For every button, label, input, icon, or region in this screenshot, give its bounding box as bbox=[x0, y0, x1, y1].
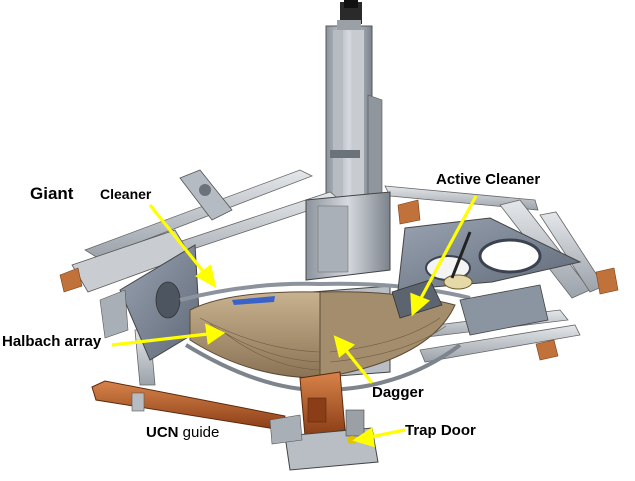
frame-rails bbox=[84, 169, 605, 386]
label-trap-door: Trap Door bbox=[405, 422, 476, 439]
label-dagger: Dagger bbox=[372, 384, 424, 401]
arrow-halbach bbox=[111, 332, 209, 347]
copper-connectors bbox=[59, 199, 619, 361]
label-ucn-bold: UCN bbox=[146, 424, 179, 441]
arrow-dagger bbox=[342, 347, 374, 384]
left-plate bbox=[71, 229, 201, 361]
label-ucn-rest: guide bbox=[178, 424, 220, 441]
label-cleaner: Cleaner bbox=[100, 186, 152, 202]
trap-door-assembly bbox=[269, 371, 379, 471]
arrow-cleaner bbox=[148, 204, 208, 276]
vertical-actuator bbox=[325, 0, 383, 217]
annotation-arrows bbox=[111, 195, 478, 448]
label-active-cleaner: Active Cleaner bbox=[436, 171, 541, 188]
arrow-trap-door bbox=[369, 428, 406, 439]
halbach-bowl bbox=[179, 281, 471, 393]
label-halbach-array: Halbach array bbox=[2, 333, 102, 350]
arrow-active-cleaner bbox=[418, 195, 478, 301]
label-ucn-guide: UCN guide bbox=[146, 425, 219, 440]
ucn-guide-pipe bbox=[91, 380, 286, 431]
left-arm bbox=[179, 169, 233, 221]
label-giant: Giant bbox=[30, 184, 74, 203]
active-cleaner-plate bbox=[391, 217, 582, 336]
